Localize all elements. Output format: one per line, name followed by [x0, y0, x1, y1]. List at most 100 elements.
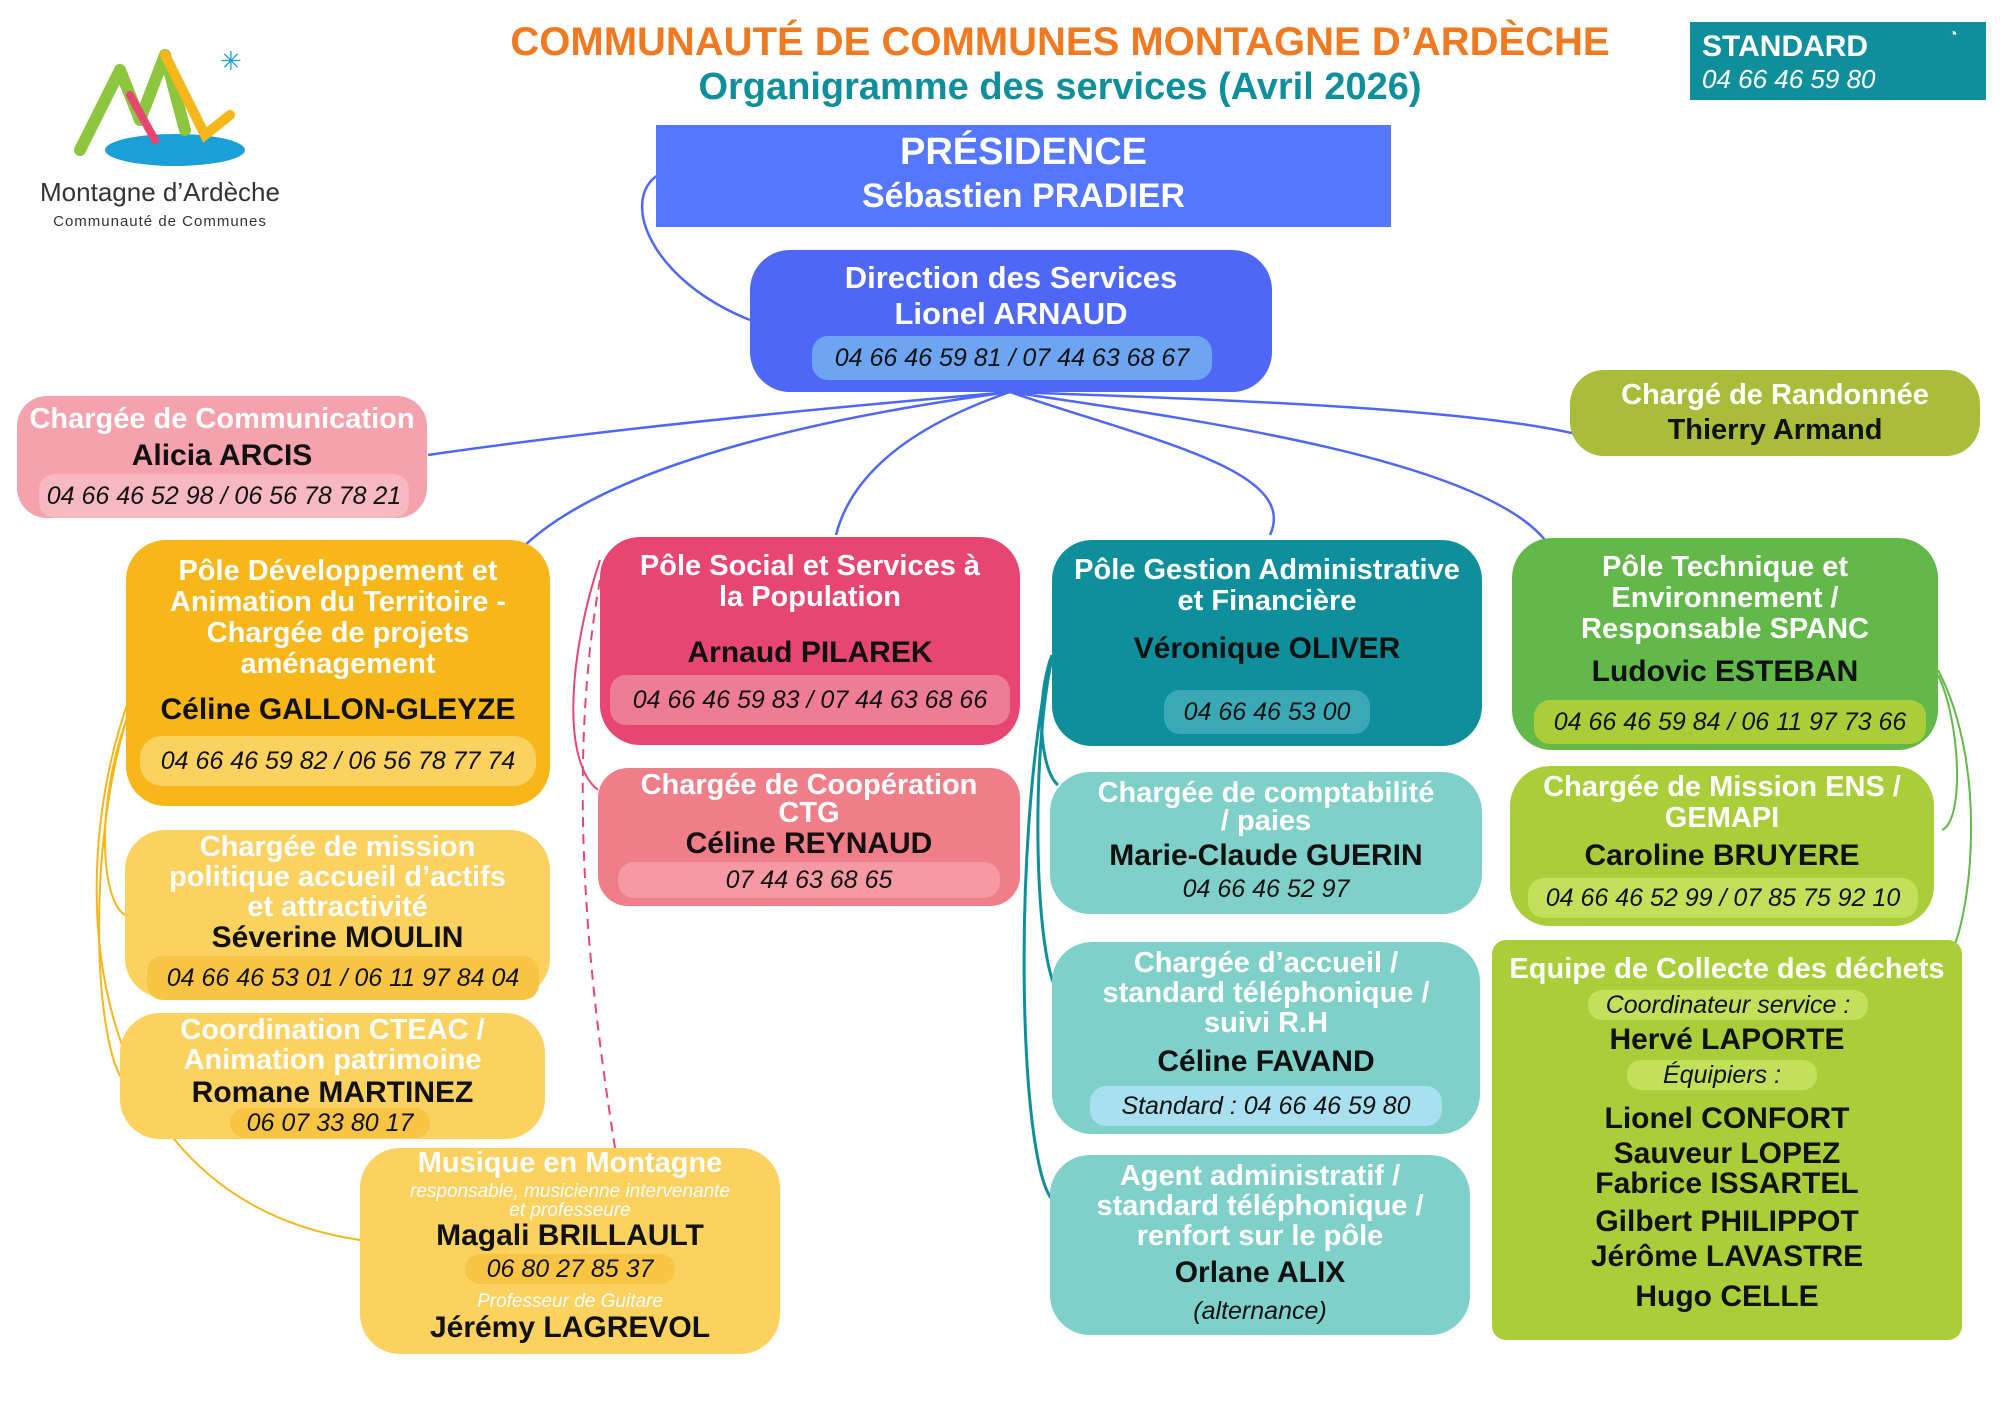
cooperation-name: Céline REYNAUD [685, 827, 933, 860]
dev-role-3: Chargée de projets [206, 617, 470, 649]
accueil-std-role-2: standard téléphonique / [1102, 977, 1430, 1009]
comptabilite-role-1: Chargée de comptabilité [1097, 777, 1435, 809]
gestion-box: Pôle Gestion Administrative et Financièr… [1052, 540, 1482, 746]
page-subtitle: Organigramme des services (Avril 2026) [698, 66, 1422, 108]
randonnee-role: Chargé de Randonnée [1621, 379, 1929, 411]
technique-phone: 04 66 46 59 84 / 06 11 97 73 66 [1534, 700, 1926, 744]
dev-role-4: aménagement [240, 648, 436, 680]
accueil-std-role-3: suivi R.H [1203, 1007, 1329, 1039]
collecte-title: Equipe de Collecte des déchets [1509, 953, 1945, 985]
phone-icon: ◔ [1948, 26, 1958, 43]
link-gestion-agent [1022, 659, 1056, 1204]
social-role-2: la Population [718, 581, 902, 613]
list-item: Lionel CONFORT [1604, 1102, 1850, 1135]
link-direction-randonnee [1009, 390, 1581, 437]
accueil-std-phone: Standard : 04 66 46 59 80 [1090, 1086, 1442, 1126]
dev-phone: 04 66 46 59 82 / 06 56 78 77 74 [140, 736, 536, 786]
cooperation-phone: 07 44 63 68 65 [618, 862, 1000, 898]
list-item: Hugo CELLE [1635, 1280, 1819, 1313]
accueil-actifs-phone: 04 66 46 53 01 / 06 11 97 84 04 [147, 956, 539, 1000]
gestion-role-2: et Financière [1177, 585, 1357, 617]
ens-role-1: Chargée de Mission ENS / [1543, 771, 1901, 803]
agent-admin-role-1: Agent administratif / [1119, 1160, 1401, 1192]
collecte-coord-name: Hervé LAPORTE [1609, 1023, 1845, 1056]
cteac-role-1: Coordination CTEAC / [180, 1014, 485, 1046]
list-item: Gilbert PHILIPPOT [1595, 1205, 1859, 1238]
link-technique-ens [1937, 674, 1959, 831]
communication-box: Chargée de Communication Alicia ARCIS 04… [17, 396, 427, 518]
link-direction-communication [427, 390, 1011, 457]
list-item: Jérôme LAVASTRE [1590, 1240, 1864, 1273]
logo: ✳ Montagne d’Ardèche Communauté de Commu… [25, 35, 295, 235]
list-item: Fabrice ISSARTEL [1595, 1167, 1859, 1200]
accueil-std-name: Céline FAVAND [1157, 1045, 1375, 1078]
ens-name: Caroline BRUYERE [1584, 839, 1860, 872]
accueil-actifs-name: Séverine MOULIN [211, 921, 464, 954]
gestion-name: Véronique OLIVER [1133, 632, 1401, 665]
direction-title: Direction des Services [844, 260, 1178, 295]
technique-role-2: Environnement / [1611, 582, 1839, 614]
cteac-name: Romane MARTINEZ [191, 1076, 474, 1109]
presidence-name: Sébastien PRADIER [861, 177, 1186, 215]
agent-admin-role-3: renfort sur le pôle [1136, 1220, 1384, 1252]
standard-phone: 04 66 46 59 80 [1702, 64, 1876, 94]
ens-box: Chargée de Mission ENS / GEMAPI Caroline… [1510, 766, 1934, 926]
accueil-std-role-1: Chargée d’accueil / [1133, 947, 1399, 979]
cteac-phone: 06 07 33 80 17 [230, 1108, 430, 1138]
accueil-actifs-role-1: Chargée de mission [199, 831, 476, 863]
agent-admin-note: (alternance) [1193, 1297, 1327, 1325]
communication-name: Alicia ARCIS [131, 439, 313, 472]
musique-note-1: responsable, musicienne intervenante [409, 1181, 731, 1202]
musique-title: Musique en Montagne [417, 1147, 723, 1179]
comptabilite-name: Marie-Claude GUERIN [1109, 839, 1423, 872]
cteac-box: Coordination CTEAC / Animation patrimoin… [120, 1013, 545, 1139]
logo-mountain-icon: ✳ [74, 47, 245, 166]
randonnee-name: Thierry Armand [1667, 414, 1883, 446]
accueil-actifs-role-3: et attractivité [247, 891, 428, 923]
page-title: COMMUNAUTÉ DE COMMUNES MONTAGNE D’ARDÈCH… [510, 20, 1610, 64]
link-direction-social [834, 390, 1011, 536]
link-technique-collecte [1937, 669, 1972, 956]
dev-name: Céline GALLON-GLEYZE [160, 693, 516, 726]
communication-role: Chargée de Communication [29, 403, 415, 435]
musique-note-2: et professeure [509, 1200, 631, 1221]
presidence-title: PRÉSIDENCE [899, 131, 1148, 173]
link-direction-gestion [1009, 390, 1276, 536]
social-role-1: Pôle Social et Services à [639, 550, 981, 582]
technique-role-1: Pôle Technique et [1601, 551, 1848, 583]
accueil-std-box: Chargée d’accueil / standard téléphoniqu… [1052, 942, 1480, 1134]
dev-role-2: Animation du Territoire - [169, 586, 507, 618]
collecte-box: Equipe de Collecte des déchets Coordinat… [1492, 940, 1962, 1340]
technique-name: Ludovic ESTEBAN [1591, 655, 1859, 688]
list-item: Sauveur LOPEZ [1613, 1137, 1841, 1170]
collecte-team-label: Équipiers : [1627, 1060, 1817, 1090]
musique-name-2: Jérémy LAGREVOL [429, 1311, 711, 1344]
communication-phone: 04 66 46 52 98 / 06 56 78 78 21 [39, 474, 409, 518]
link-social-cooperation [572, 559, 601, 791]
comptabilite-phone: 04 66 46 52 97 [1182, 875, 1350, 903]
cooperation-role-2: CTG [778, 797, 840, 829]
randonnee-box: Chargé de Randonnée Thierry Armand [1570, 370, 1980, 456]
cteac-role-2: Animation patrimoine [183, 1044, 482, 1076]
musique-phone: 06 80 27 85 37 [465, 1254, 675, 1284]
agent-admin-name: Orlane ALIX [1174, 1256, 1346, 1289]
collecte-coord-label: Coordinateur service : [1588, 990, 1868, 1020]
musique-note-3: Professeur de Guitare [477, 1291, 663, 1312]
accueil-actifs-box: Chargée de mission politique accueil d’a… [125, 830, 550, 1000]
cooperation-role-1: Chargée de Coopération [640, 769, 978, 801]
logo-tagline: Communauté de Communes [53, 213, 267, 230]
direction-name: Lionel ARNAUD [894, 296, 1128, 331]
direction-box: Direction des Services Lionel ARNAUD 04 … [750, 250, 1272, 392]
link-direction-technique [1009, 390, 1546, 541]
social-name: Arnaud PILAREK [687, 636, 933, 669]
ens-phone: 04 66 46 52 99 / 07 85 75 92 10 [1528, 878, 1918, 918]
agent-admin-box: Agent administratif / standard téléphoni… [1050, 1155, 1470, 1335]
gestion-role-1: Pôle Gestion Administrative [1074, 554, 1460, 586]
technique-role-3: Responsable SPANC [1581, 613, 1869, 645]
social-phone: 04 66 46 59 83 / 07 44 63 68 66 [610, 675, 1010, 725]
svg-text:✳: ✳ [220, 47, 242, 77]
cooperation-box: Chargée de Coopération CTG Céline REYNAU… [598, 768, 1020, 906]
comptabilite-role-2: / paies [1220, 805, 1312, 837]
accueil-actifs-role-2: politique accueil d’actifs [169, 861, 506, 893]
link-direction-dev [519, 390, 1011, 551]
